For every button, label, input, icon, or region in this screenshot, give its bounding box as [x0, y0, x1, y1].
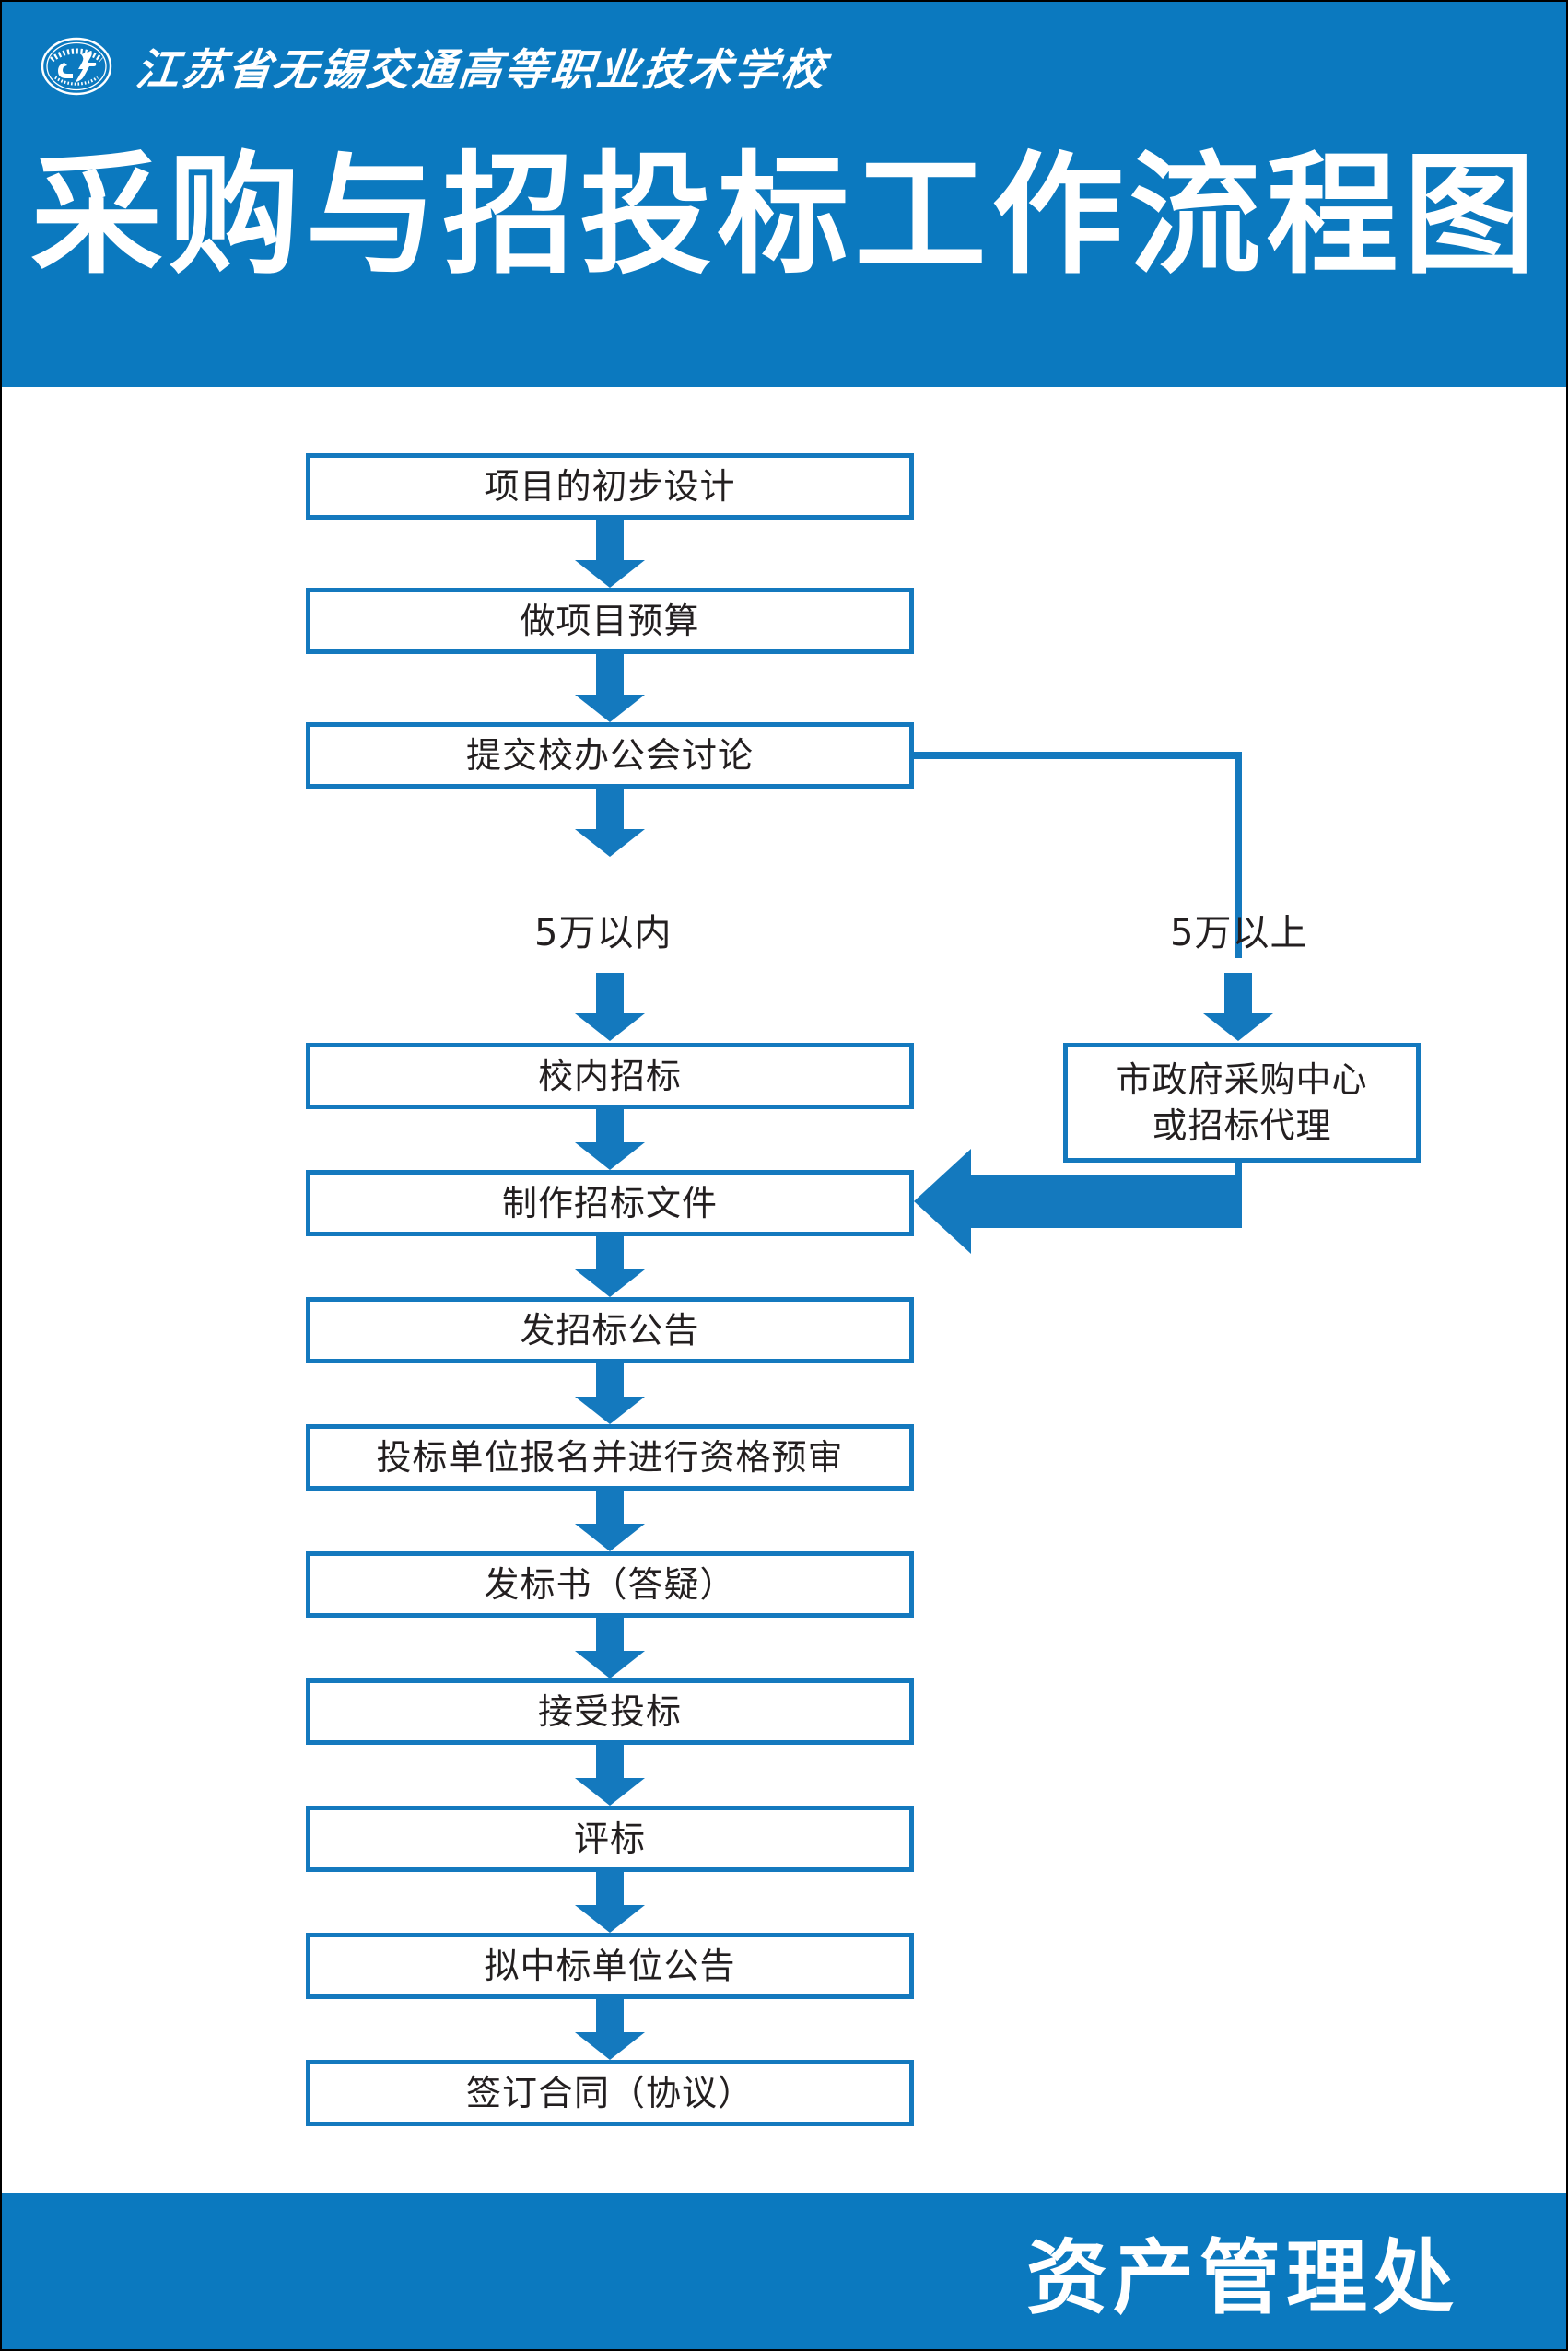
flow-node-city-procurement-center[interactable]: 市政府采购中心 或招标代理 — [1063, 1043, 1421, 1163]
arrow-n3-branch-left — [575, 789, 645, 857]
arrow-n8-n9 — [575, 1491, 645, 1551]
flow-node-publish-bid-announcement[interactable]: 发招标公告 — [306, 1297, 914, 1363]
branch-label-under-50k: 5万以内 — [534, 912, 673, 954]
flow-node-project-preliminary-design[interactable]: 项目的初步设计 — [306, 453, 914, 520]
flow-node-submit-to-office-meeting[interactable]: 提交校办公会讨论 — [306, 722, 914, 789]
flow-node-sign-contract[interactable]: 签订合同（协议） — [306, 2060, 914, 2126]
flowchart-canvas: 项目的初步设计 做项目预算 提交校办公会讨论 5万以内 — [2, 387, 1566, 2196]
connector-n3-to-right-vertical — [1235, 752, 1242, 958]
flow-node-city-procurement-center-line2: 或招标代理 — [1152, 1105, 1332, 1146]
flow-node-bidder-registration-prequalification[interactable]: 投标单位报名并进行资格预审 — [306, 1424, 914, 1491]
arrow-n12-n13 — [575, 1999, 645, 2060]
arrow-n11-n12 — [575, 1872, 645, 1933]
arrow-n9-n10 — [575, 1618, 645, 1678]
flow-node-prepare-bid-documents[interactable]: 制作招标文件 — [306, 1170, 914, 1236]
arrow-n7-n8 — [575, 1363, 645, 1424]
flow-node-project-budget[interactable]: 做项目预算 — [306, 588, 914, 654]
footer-department-name: 资产管理处 — [1025, 2229, 1459, 2325]
flow-node-issue-bid-documents-qa[interactable]: 发标书（答疑） — [306, 1551, 914, 1618]
flow-node-bid-evaluation[interactable]: 评标 — [306, 1806, 914, 1872]
flow-node-city-procurement-center-line1: 市政府采购中心 — [1116, 1059, 1368, 1100]
footer-band: 资产管理处 — [2, 2193, 1566, 2349]
connector-n3-to-right-horizontal — [914, 752, 1242, 759]
header-band: 江苏省无锡交通高等职业技术学校 采购与招投标工作流程图 — [2, 2, 1566, 387]
arrow-branch-left-to-internal-bid — [575, 973, 645, 1041]
arrow-n6-n7 — [575, 1236, 645, 1297]
arrow-n1-n2 — [575, 520, 645, 588]
branch-label-over-50k: 5万以上 — [1170, 912, 1308, 954]
arrow-n10-n11 — [575, 1745, 645, 1806]
flow-node-internal-bidding[interactable]: 校内招标 — [306, 1043, 914, 1109]
arrow-branch-right-to-procurement-center — [1203, 973, 1273, 1041]
school-seal-icon — [41, 29, 112, 101]
arrow-n4-n6 — [575, 1109, 645, 1170]
school-name: 江苏省无锡交通高等职业技术学校 — [133, 46, 830, 95]
arrow-n2-n3 — [575, 654, 645, 722]
brand-row: 江苏省无锡交通高等职业技术学校 — [41, 29, 830, 101]
flow-node-accept-bids[interactable]: 接受投标 — [306, 1678, 914, 1745]
arrow-merge-to-prepare-bid-documents — [914, 1149, 1242, 1254]
page-title: 采购与招投标工作流程图 — [30, 138, 1541, 292]
flow-node-announce-winning-candidate[interactable]: 拟中标单位公告 — [306, 1933, 914, 1999]
